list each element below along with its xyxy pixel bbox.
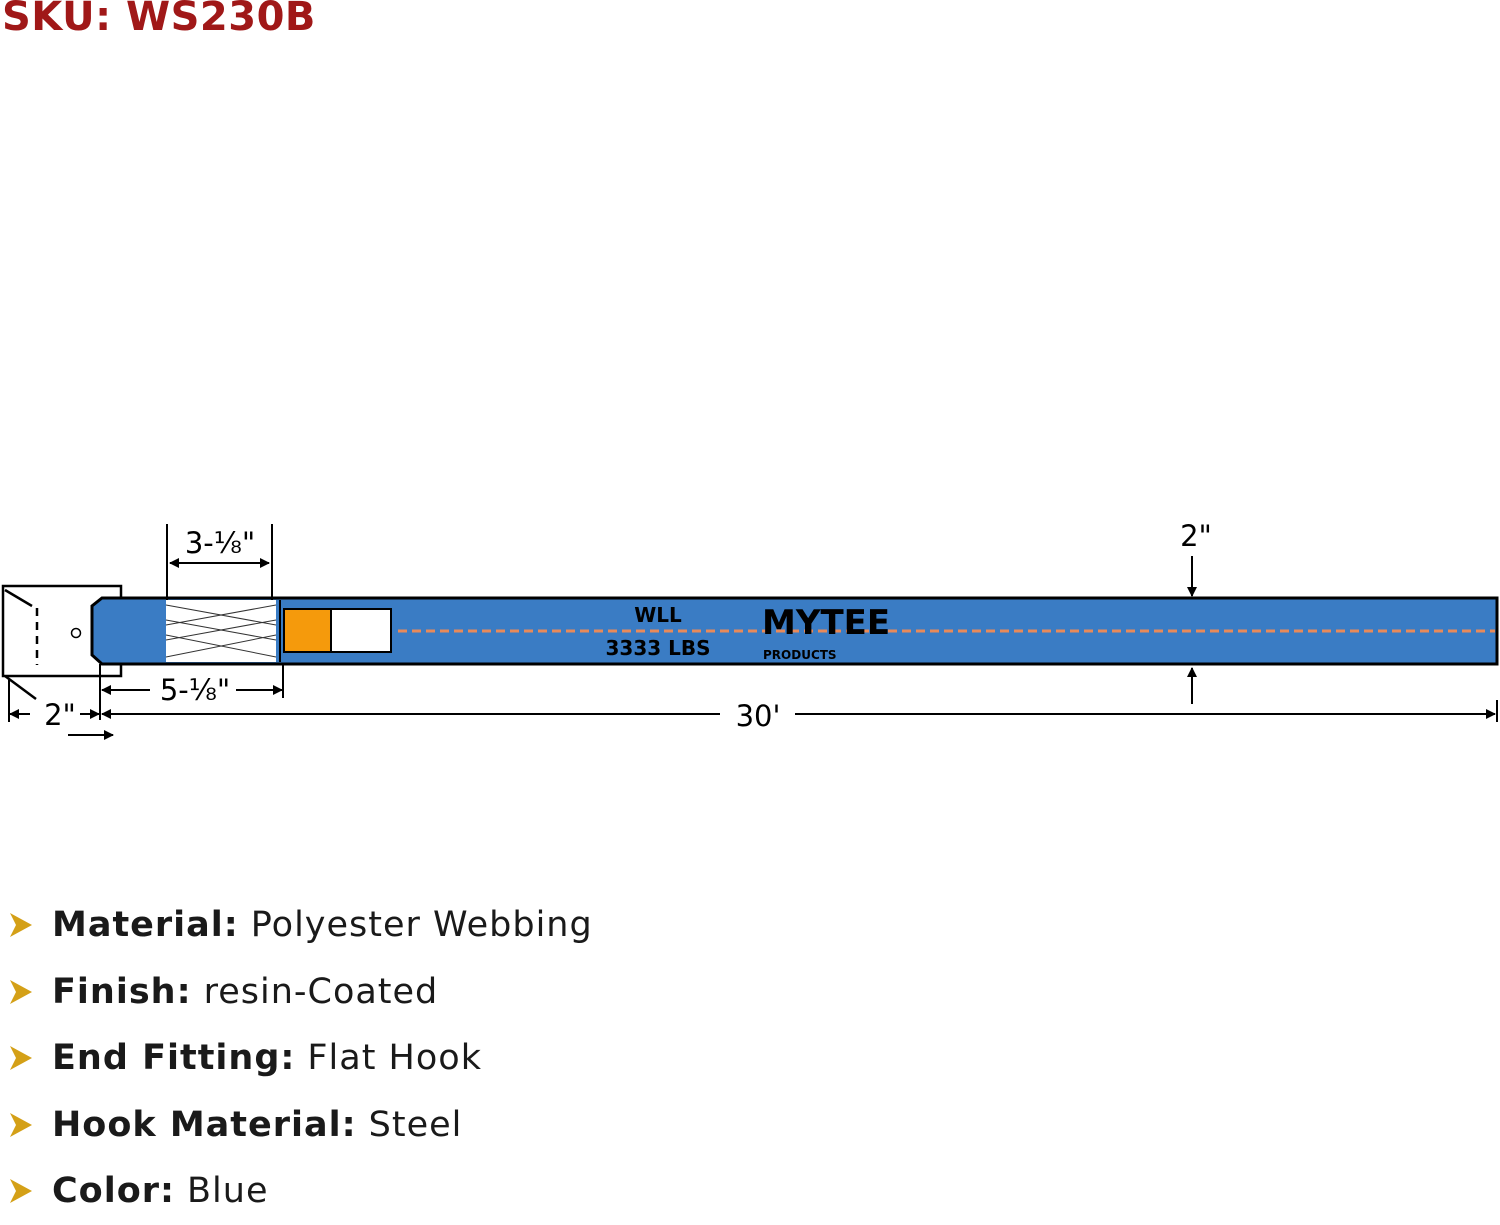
wll-label: WLL [634, 603, 682, 627]
spec-label: Color: [52, 1171, 176, 1212]
sewn-webbing [166, 600, 276, 662]
spec-list: Material: Polyester Webbing Finish: resi… [8, 892, 593, 1225]
dim-end-length: 5-⅛" [160, 673, 230, 707]
spec-label: Hook Material: [52, 1104, 357, 1145]
stitch-pattern [165, 604, 277, 658]
orange-tag [283, 608, 332, 653]
spec-item: End Fitting: Flat Hook [8, 1025, 593, 1092]
bullet-arrow-icon [10, 913, 32, 938]
wll-value: 3333 LBS [605, 636, 710, 660]
brand-logo: MYTEE [762, 603, 890, 643]
spec-value: Steel [368, 1104, 463, 1145]
spec-item: Hook Material: Steel [8, 1092, 593, 1159]
spec-label: End Fitting: [52, 1038, 296, 1079]
bullet-arrow-icon [10, 1179, 32, 1204]
dimensions [8, 524, 1498, 740]
bullet-arrow-icon [10, 1112, 32, 1137]
spec-label: Finish: [52, 971, 192, 1012]
dim-hook-width: 2" [44, 698, 76, 732]
sku-title: SKU: WS230B [2, 0, 316, 40]
bullet-arrow-icon [10, 979, 32, 1004]
strap: WLL 3333 LBS MYTEE PRODUCTS [90, 596, 1499, 666]
spec-item: Material: Polyester Webbing [8, 892, 593, 959]
spec-value: resin-Coated [203, 971, 439, 1012]
spec-value: Flat Hook [307, 1038, 482, 1079]
spec-item: Finish: resin-Coated [8, 959, 593, 1026]
dim-total-length: 30' [736, 699, 781, 733]
dim-webbing-length: 3-⅛" [185, 526, 255, 560]
brand-sub: PRODUCTS [763, 648, 837, 662]
spec-label: Material: [52, 905, 239, 946]
spec-value: Blue [187, 1171, 269, 1212]
spec-value: Polyester Webbing [250, 905, 593, 946]
dim-strap-width: 2" [1180, 519, 1212, 553]
label-tag [330, 608, 392, 653]
bullet-arrow-icon [10, 1046, 32, 1071]
spec-item: Color: Blue [8, 1158, 593, 1225]
